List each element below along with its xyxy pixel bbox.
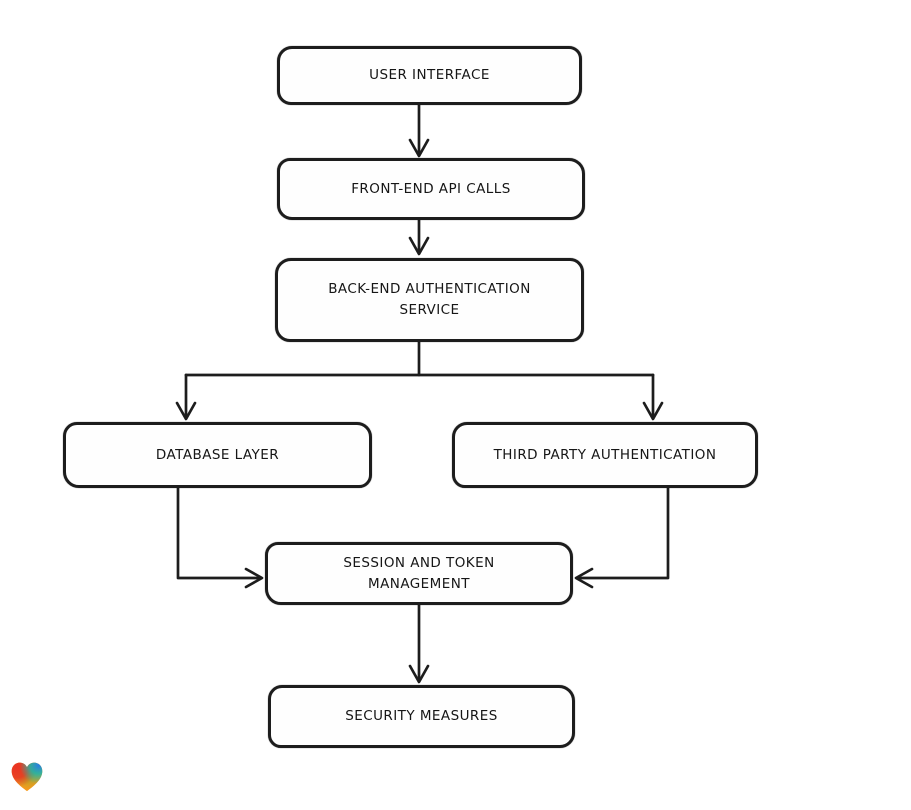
node-database-layer[interactable]: DATABASE LAYER	[63, 422, 372, 488]
gradient-heart-icon	[11, 762, 43, 792]
node-label: SESSION AND TOKEN MANAGEMENT	[343, 554, 495, 592]
node-third-party-authentication[interactable]: THIRD PARTY AUTHENTICATION	[452, 422, 758, 488]
node-front-end-api-calls[interactable]: FRONT-END API CALLS	[277, 158, 585, 220]
node-label: USER INTERFACE	[369, 67, 490, 83]
edge-user-interface-to-front-end-api-calls	[408, 103, 430, 158]
edge-database-layer-to-session-and-token-management	[176, 486, 264, 589]
arrowhead-down-icon	[408, 664, 430, 684]
node-security-measures[interactable]: SECURITY MEASURES	[268, 685, 575, 748]
arrowhead-down-icon	[408, 236, 430, 256]
edge-third-party-authentication-to-session-and-token-management	[574, 486, 670, 589]
node-label: THIRD PARTY AUTHENTICATION	[493, 446, 717, 463]
arrowhead-right-icon	[244, 567, 264, 589]
edge-front-end-api-calls-to-back-end-authentication-service	[408, 218, 430, 256]
arrowhead-left-icon	[574, 567, 594, 589]
node-label: DATABASE LAYER	[155, 446, 280, 463]
edge-back-end-authentication-service-branch	[175, 340, 664, 421]
arrowhead-down-icon	[642, 401, 664, 421]
arrowhead-down-icon	[408, 138, 430, 158]
node-label: FRONT-END API CALLS	[351, 180, 511, 197]
node-back-end-authentication-service[interactable]: BACK-END AUTHENTICATION SERVICE	[275, 258, 584, 342]
node-label: SECURITY MEASURES	[345, 708, 498, 724]
node-session-and-token-management[interactable]: SESSION AND TOKEN MANAGEMENT	[265, 542, 573, 605]
edge-session-and-token-management-to-security-measures	[408, 603, 430, 684]
node-label: BACK-END AUTHENTICATION SERVICE	[328, 281, 531, 318]
node-user-interface[interactable]: USER INTERFACE	[277, 46, 582, 105]
arrowhead-down-icon	[175, 401, 197, 421]
